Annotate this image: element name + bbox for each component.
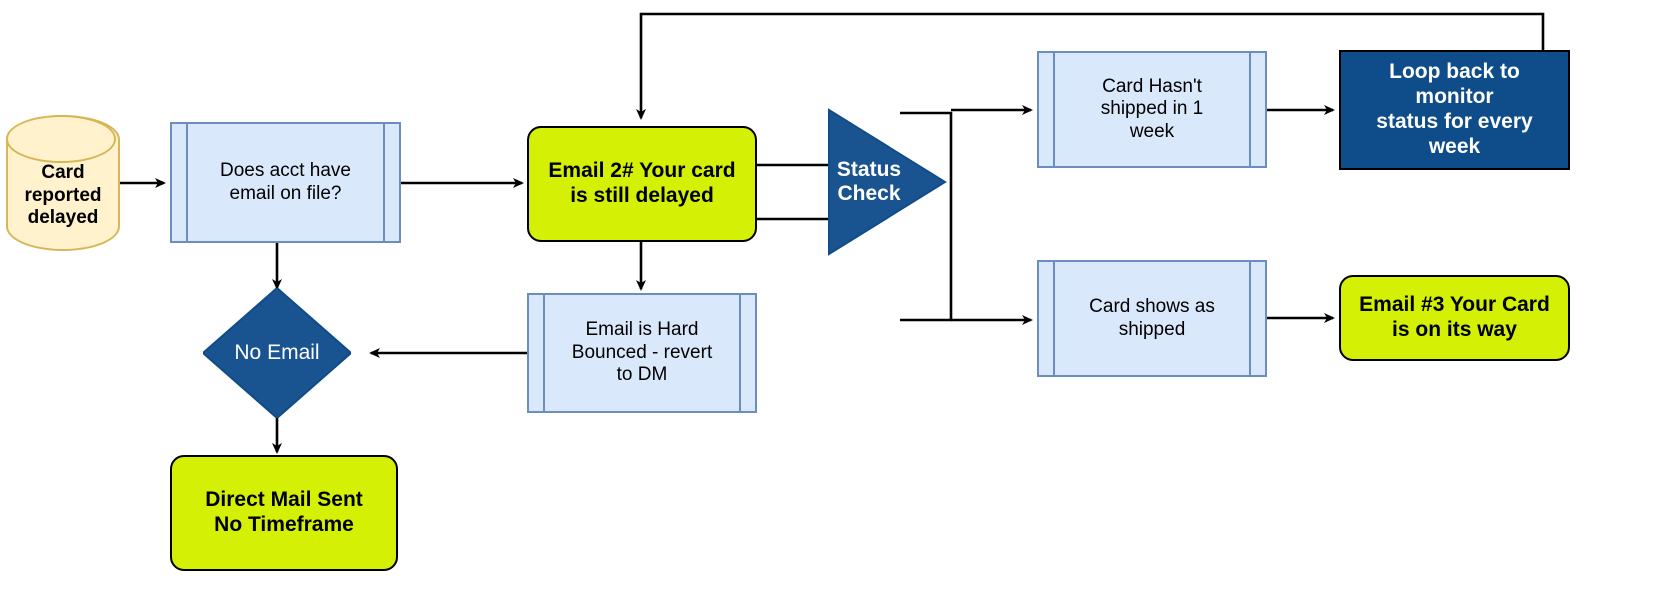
- node-label-card-not-shipped: Card Hasn't shipped in 1 week: [1100, 75, 1204, 142]
- node-label-email-3: Email #3 Your Card is on its way: [1359, 293, 1550, 341]
- node-card-reported-delayed[interactable]: Card reported delayed: [6, 115, 120, 251]
- node-label-no-email: No Email: [234, 341, 320, 364]
- node-label-direct-mail-sent: Direct Mail Sent No Timeframe: [205, 488, 363, 536]
- node-direct-mail-sent[interactable]: Direct Mail Sent No Timeframe: [170, 455, 398, 571]
- node-hard-bounced[interactable]: Email is Hard Bounced - revert to DM: [527, 293, 757, 413]
- node-label-acct-has-email: Does acct have email on file?: [220, 160, 351, 204]
- node-acct-has-email[interactable]: Does acct have email on file?: [170, 122, 401, 243]
- node-label-hard-bounced: Email is Hard Bounced - revert to DM: [571, 319, 713, 386]
- node-email-2[interactable]: Email 2# Your card is still delayed: [527, 126, 757, 242]
- diamond-shape: [203, 288, 351, 418]
- node-label-loop-back: Loop back to monitor status for every we…: [1376, 60, 1533, 158]
- node-label-status-check: Status Check: [836, 157, 902, 205]
- node-card-shows-shipped[interactable]: Card shows as shipped: [1037, 260, 1267, 377]
- triangle-shape: [828, 108, 947, 256]
- node-label-card-reported-delayed: Card reported delayed: [24, 162, 102, 229]
- node-label-email-2: Email 2# Your card is still delayed: [548, 159, 736, 207]
- node-label-card-shows-shipped: Card shows as shipped: [1089, 296, 1215, 340]
- node-status-check[interactable]: Status Check: [827, 108, 947, 256]
- node-email-3[interactable]: Email #3 Your Card is on its way: [1339, 275, 1570, 361]
- node-no-email[interactable]: No Email: [203, 288, 351, 418]
- node-card-not-shipped[interactable]: Card Hasn't shipped in 1 week: [1037, 51, 1267, 168]
- node-loop-back[interactable]: Loop back to monitor status for every we…: [1339, 50, 1570, 170]
